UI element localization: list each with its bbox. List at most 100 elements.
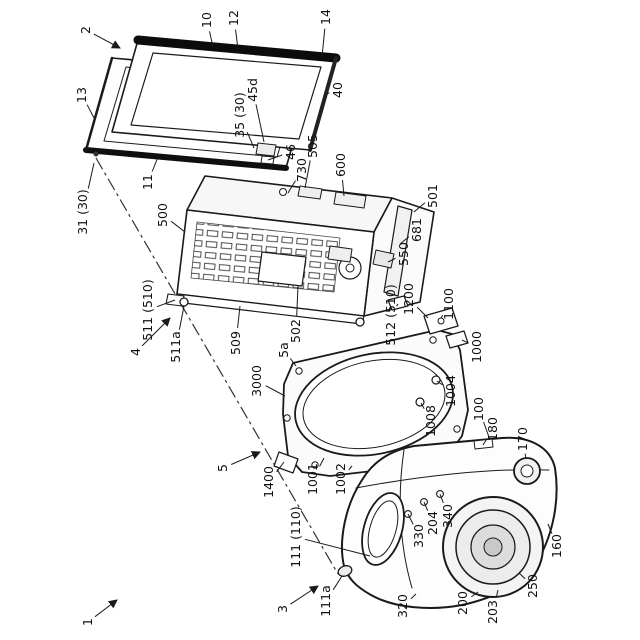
side-opening-rim (367, 500, 399, 558)
frame-opening-outer (294, 351, 454, 457)
ref-label-500: 500 (155, 203, 170, 227)
leader-line (325, 92, 330, 95)
foot-right (355, 317, 365, 327)
leader-line (471, 591, 479, 598)
ref-label-3: 3 (275, 605, 290, 613)
leader-line (170, 220, 186, 233)
ref-label-11: 11 (140, 174, 155, 190)
ref-label-730: 730 (294, 158, 309, 182)
ref-label-1200: 1200 (401, 283, 416, 315)
leader-line (156, 299, 176, 308)
leader-line (265, 385, 286, 397)
ref-label-1100: 1100 (441, 288, 456, 320)
ref-label-180: 180 (485, 417, 500, 441)
leader-line (231, 451, 261, 465)
screw-boss (429, 336, 437, 344)
leader-line (209, 31, 214, 48)
ref-label-111-110-: 111 (110) (288, 506, 303, 567)
component-block-a (327, 245, 353, 263)
leader-line (483, 421, 491, 441)
component-block-550 (372, 249, 395, 269)
ref-label-1002: 1002 (333, 463, 348, 495)
ref-label-320: 320 (395, 594, 410, 618)
top-boss-730 (279, 188, 287, 196)
ref-label-31-30-: 31 (30) (75, 189, 90, 235)
leader-line (407, 513, 414, 525)
corner-tab-46 (260, 155, 275, 165)
leader-line (237, 305, 241, 329)
ref-label-45d: 45d (245, 78, 260, 102)
boss-1008 (415, 397, 425, 407)
leader-line (296, 285, 299, 316)
leader-line (141, 317, 171, 347)
ref-label-1000: 1000 (469, 331, 484, 363)
ref-label-5a: 5a (276, 342, 291, 358)
leader-line (410, 593, 417, 600)
leader-line (461, 339, 469, 344)
leader-line (304, 538, 371, 557)
leader-line (276, 461, 285, 473)
frame-corner-pin (93, 151, 99, 157)
exploded-axis-line (95, 157, 339, 575)
panel-surface (130, 52, 322, 140)
ref-label-681: 681 (409, 218, 424, 242)
ref-label-501: 501 (425, 184, 440, 208)
ref-label-509: 509 (228, 331, 243, 355)
leader-line (439, 493, 444, 504)
ref-label-14: 14 (318, 9, 333, 25)
upper-frame-right-edge (308, 56, 338, 152)
screw-boss (295, 367, 303, 375)
ref-label-200: 200 (455, 591, 470, 615)
ref-label-340: 340 (440, 504, 455, 528)
ref-label-511a: 511a (168, 331, 183, 363)
ref-label-170: 170 (515, 427, 530, 451)
leader-line (342, 179, 345, 197)
ref-label-100: 100 (471, 397, 486, 421)
lower-frame-front-edge (83, 147, 289, 171)
leader-line (304, 160, 311, 189)
corner-tab-45d (255, 142, 277, 157)
leader-line (420, 402, 425, 410)
upper-frame-top-edge (133, 35, 341, 63)
ref-label-1004: 1004 (443, 375, 458, 407)
ref-label-1400: 1400 (261, 466, 276, 498)
ref-label-5: 5 (215, 464, 230, 472)
screw-boss (283, 414, 291, 422)
leader-lines (86, 28, 553, 618)
ref-label-600: 600 (333, 153, 348, 177)
foot-511a (179, 297, 189, 307)
leader-line (178, 305, 185, 330)
leader-line (524, 453, 527, 460)
leader-line (387, 257, 396, 263)
leader-line (547, 523, 553, 534)
side-opening-111 (361, 492, 405, 566)
ref-label-46: 46 (283, 144, 298, 160)
ref-label-250: 250 (525, 574, 540, 598)
ref-label-330: 330 (411, 524, 426, 548)
frame-opening-rim (302, 358, 446, 450)
ref-label-13: 13 (74, 87, 89, 103)
ref-label-10: 10 (199, 12, 214, 28)
chassis-unit (165, 175, 435, 327)
top-part-505 (297, 185, 323, 200)
lens-frame-unit (273, 307, 469, 477)
ref-label-550: 550 (396, 242, 411, 266)
ref-label-160: 160 (549, 534, 564, 558)
leader-line (319, 457, 325, 467)
foot-111a (337, 565, 353, 577)
leader-line (267, 154, 283, 161)
ref-label-1001: 1001 (305, 463, 320, 495)
ref-label-12: 12 (226, 10, 241, 26)
ref-label-204: 204 (425, 511, 440, 535)
leader-line (255, 104, 265, 143)
leader-line (440, 314, 444, 319)
front-cutout (257, 251, 307, 287)
leader-line (396, 303, 399, 307)
ref-label-1008: 1008 (423, 405, 438, 437)
lens-center (483, 537, 503, 557)
leader-line (482, 439, 487, 446)
leader-line (332, 575, 343, 591)
